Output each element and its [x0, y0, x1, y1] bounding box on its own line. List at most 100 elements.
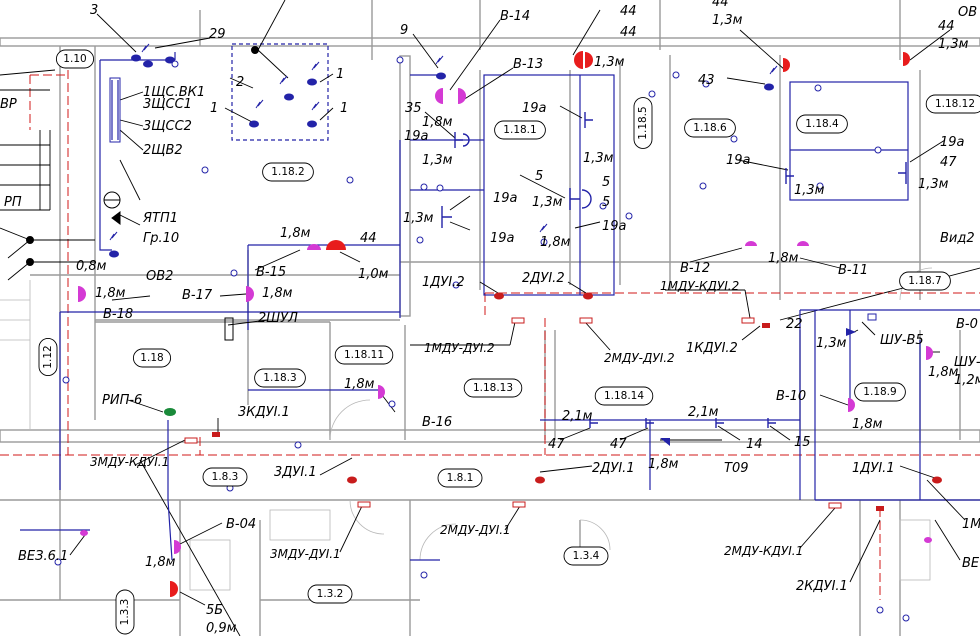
label-21m-a: 2,1м	[562, 409, 593, 424]
label-3kdui1: 3КДУІ.1	[238, 405, 290, 420]
label-47-b: 47	[548, 437, 565, 452]
label-v14: В-14	[500, 9, 530, 24]
label-43: 43	[698, 73, 715, 88]
label-18m-d: 1,8м	[262, 286, 293, 301]
label-v12: В-12	[680, 261, 710, 276]
label-10m: 1,0м	[358, 267, 389, 282]
label-2dui1: 2ДУІ.1	[592, 461, 635, 476]
label-vez61: ВЕЗ.6.1	[18, 549, 68, 564]
label-14: 14	[746, 437, 763, 452]
label-19a-f: 19а	[490, 231, 515, 246]
label-13m-b: 1,3м	[712, 13, 743, 28]
label-ve: ВЕ	[962, 556, 980, 571]
room-id-1-3-3: 1.3.3	[115, 589, 135, 635]
label-shu-v5: ШУ-В5	[880, 333, 924, 348]
camera-icons	[78, 88, 933, 554]
room-id-text: 1.3.3	[119, 599, 131, 626]
label-v17: В-17	[182, 288, 213, 303]
room-id-1-18-5: 1.18.5	[633, 97, 653, 149]
label-v16: В-16	[422, 415, 452, 430]
label-29: 29	[209, 27, 226, 42]
label-v04: В-04	[226, 517, 256, 532]
label-vr: ВР	[0, 97, 17, 112]
devices	[26, 43, 942, 622]
room-id-1-3-4: 1.3.4	[563, 546, 609, 566]
box-icons	[184, 317, 842, 509]
sensor-brackets	[441, 112, 907, 428]
label-21m-b: 2,1м	[688, 405, 719, 420]
room-id-text: 1.18.5	[637, 106, 649, 139]
label-18m-j: 1,8м	[648, 457, 679, 472]
label-3mdu-dui1: 3МДУ-ДУІ.1	[270, 547, 341, 561]
label-18m-f: 1,8м	[768, 251, 799, 266]
room-id-1-10: 1.10	[55, 49, 95, 69]
label-1mdu-kdui2: 1МДУ-КДУІ.2	[660, 279, 739, 293]
room-id-text: 1.18.13	[473, 382, 513, 394]
label-vid2: Вид2	[940, 231, 975, 246]
bolt-marks	[109, 43, 778, 241]
label-13m-j: 1,3м	[816, 336, 847, 351]
cable-routes	[20, 43, 980, 561]
label-t09: Т09	[724, 461, 748, 476]
room-id-text: 1.18.1	[503, 124, 536, 136]
room-id-text: 1.3.2	[317, 588, 344, 600]
label-44-b: 44	[620, 25, 637, 40]
label-v15: В-15	[256, 265, 286, 280]
label-2shul: 2ШУЛ	[258, 311, 298, 326]
label-18m-c: 1,8м	[280, 226, 311, 241]
label-v0: В-0	[956, 317, 978, 332]
label-19a-b: 19а	[522, 101, 547, 116]
label-1dui1: 1ДУІ.1	[852, 461, 895, 476]
room-id-1-18-1: 1.18.1	[494, 120, 546, 140]
label-5b: 5Б	[206, 603, 223, 618]
label-19a-a: 19а	[404, 129, 429, 144]
label-shu: ШУ-	[954, 355, 980, 370]
label-yatp1: ЯТП1	[142, 211, 178, 226]
label-13m-i: 1,3м	[403, 211, 434, 226]
label-1kdui2: 1КДУІ.2	[686, 341, 738, 356]
room-id-text: 1.10	[63, 53, 86, 65]
label-18m-k: 1,8м	[145, 555, 176, 570]
room-id-1-3-2: 1.3.2	[307, 584, 353, 604]
label-1-a: 1	[336, 67, 344, 82]
label-13m-f: 1,3м	[794, 183, 825, 198]
label-13m-g: 1,3м	[918, 177, 949, 192]
siren-icons	[170, 51, 910, 597]
room-id-text: 1.18.9	[863, 386, 896, 398]
smoke-detector-icons	[212, 292, 942, 511]
label-18m-a: 1,8м	[422, 115, 453, 130]
switchboard-icons	[26, 46, 877, 341]
room-id-1-18-14: 1.18.14	[594, 386, 654, 406]
label-3mdu-kdui1: 3МДУ-КДУІ.1	[90, 455, 169, 469]
label-3dui1: 3ДУІ.1	[274, 465, 317, 480]
room-id-text: 1.18.4	[805, 118, 839, 130]
label-18m-g: 1,8м	[928, 365, 959, 380]
label-13m-d: 1,3м	[422, 153, 453, 168]
label-15: 15	[794, 435, 811, 450]
rip-device-icon	[164, 408, 176, 416]
label-v11: В-11	[838, 263, 868, 278]
label-3shchs1: 3ЩСС1	[143, 97, 192, 112]
label-44-c: 44	[712, 0, 729, 10]
room-id-text: 1.18.7	[908, 275, 941, 287]
label-13m-e: 1,3м	[583, 151, 614, 166]
room-id-text: 1.18.2	[271, 166, 304, 178]
label-rip6: РИП-6	[102, 393, 142, 408]
label-18m-i: 1,8м	[852, 417, 883, 432]
label-44-d: 44	[938, 19, 955, 34]
label-09m: 0,9м	[206, 621, 237, 636]
label-1-b: 1	[210, 101, 218, 116]
leader-lines	[0, 0, 966, 606]
room-id-text: 1.12	[42, 345, 54, 368]
label-22: 22	[786, 317, 803, 332]
label-13m-a: 1,3м	[594, 55, 625, 70]
room-id-1-18-2: 1.18.2	[262, 162, 314, 182]
label-5-b: 5	[602, 175, 610, 190]
room-id-1-12: 1.12	[38, 337, 58, 377]
label-18m-e: 1,8м	[95, 286, 126, 301]
room-id-text: 1.8.1	[447, 472, 474, 484]
label-2: 2	[236, 75, 244, 90]
label-2mdu-dui1: 2МДУ-ДУІ.1	[440, 523, 511, 537]
